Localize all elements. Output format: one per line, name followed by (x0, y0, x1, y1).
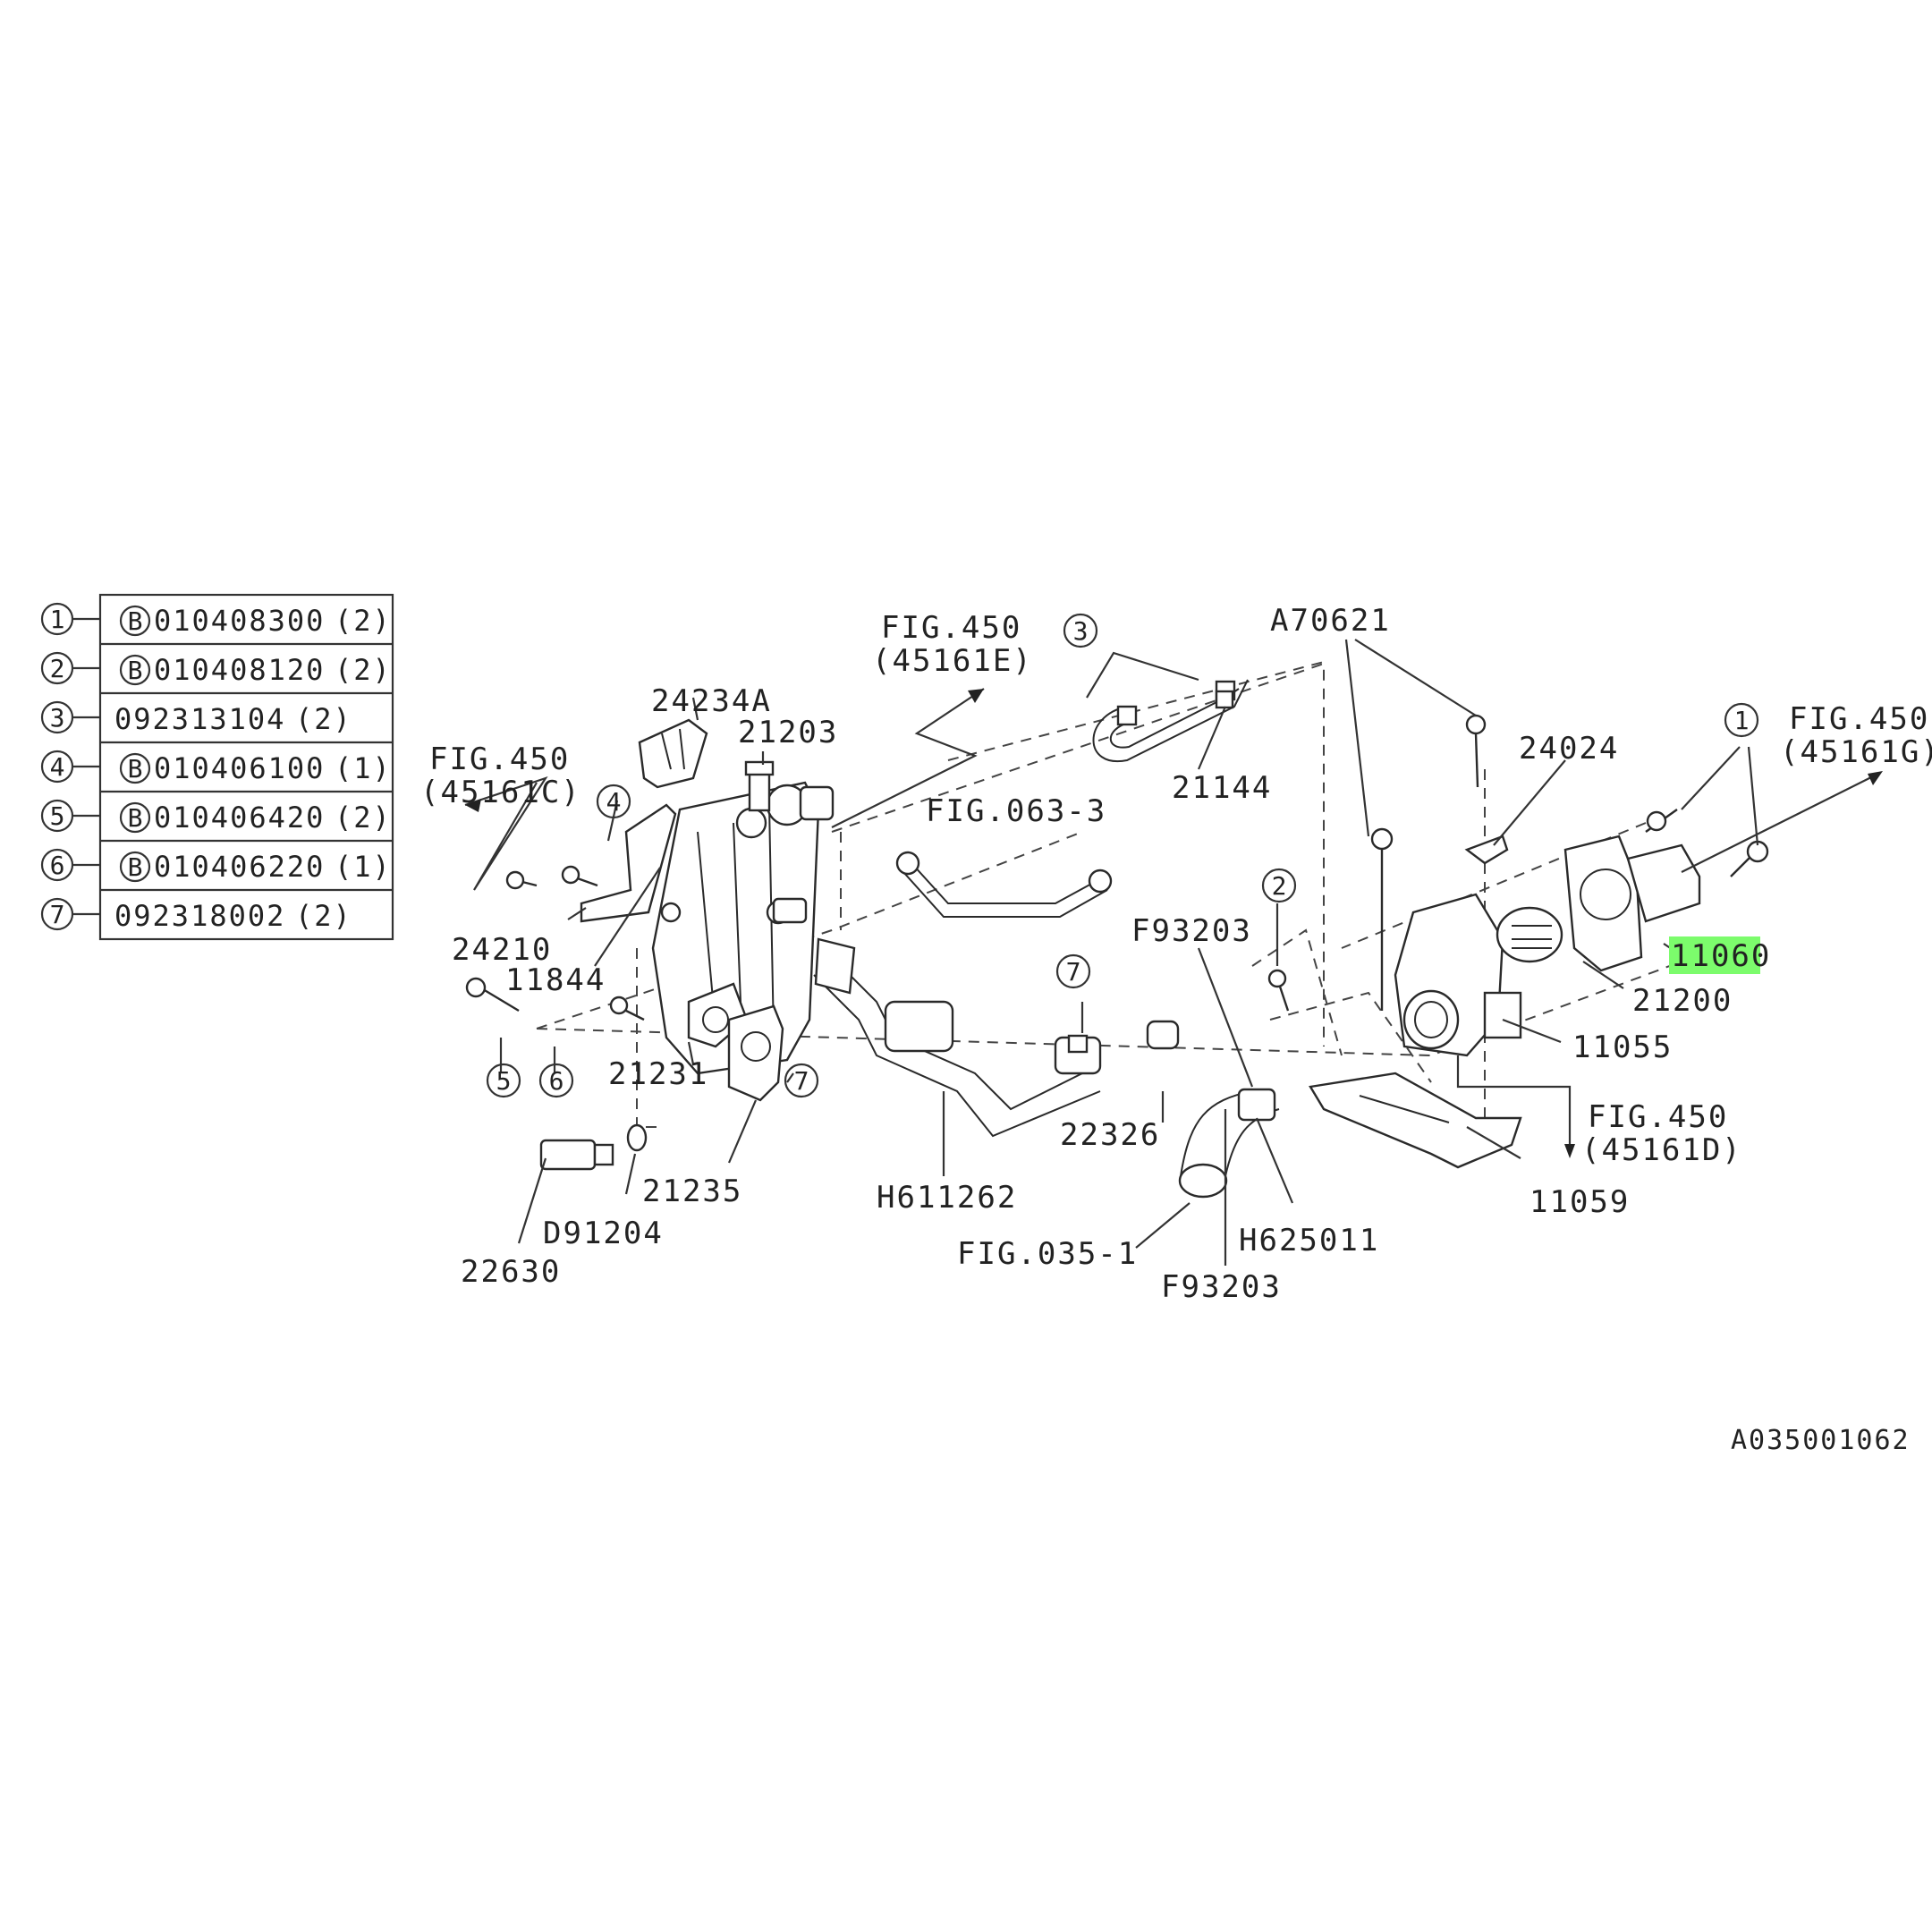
legend-row: 7 092318002 (2) (40, 897, 352, 933)
part-number: A70621 (1270, 603, 1391, 639)
part-number: 21200 (1632, 983, 1733, 1019)
callout-6: 6 (549, 1066, 564, 1096)
arrow-icon (465, 799, 481, 812)
legend-row-qty: (2) (295, 702, 352, 736)
legend-row: 4 B 010406100 (1) (40, 750, 392, 785)
legend-row-code: 092318002 (114, 899, 285, 933)
part-number: 24024 (1519, 731, 1619, 767)
callout-2: 2 (1272, 871, 1287, 901)
part-number: H611262 (877, 1180, 1017, 1216)
part-number: 24234A (651, 683, 772, 719)
part-number: 21144 (1172, 770, 1272, 806)
callout-1: 1 (1734, 706, 1750, 735)
legend-row: 2 B 010408120 (2) (40, 651, 392, 687)
connector-24024 (1464, 835, 1509, 865)
hose-22326 (1146, 1020, 1180, 1050)
b-mark: B (128, 606, 143, 636)
callouts: 3 4 5 6 7 7 2 1 (486, 613, 1759, 1098)
sensor (744, 760, 775, 812)
legend-row-code: 010406100 (154, 751, 325, 785)
legend-row-qty: (2) (295, 899, 352, 933)
part-number: H625011 (1239, 1223, 1379, 1258)
arrow-icon (1564, 1144, 1575, 1158)
fig-ref-label: (45161D) (1581, 1132, 1742, 1168)
legend-row-qty: (1) (335, 850, 392, 884)
b-mark: B (128, 754, 143, 784)
legend-row-code: 010406420 (154, 801, 325, 835)
legend-row-code: 010406220 (154, 850, 325, 884)
thermostat (1496, 906, 1563, 963)
fig-ref-label: FIG.450 (1789, 701, 1929, 737)
fig-ref-label: FIG.063-3 (926, 793, 1106, 829)
part-number: 22630 (461, 1254, 561, 1290)
legend-row: 1 B 010408300 (2) (40, 602, 392, 638)
legend-row-number: 7 (50, 900, 65, 929)
pipe-h611262 (813, 937, 1102, 1138)
bracket (638, 718, 708, 789)
callout-4: 4 (606, 787, 622, 817)
part-number: 11055 (1572, 1030, 1673, 1065)
fig-ref-label: FIG.035-1 (957, 1236, 1138, 1272)
legend-row-number: 4 (50, 752, 65, 782)
sensor-22630 (539, 1123, 648, 1171)
highlight-marker (1669, 936, 1760, 974)
legend-row: 3 092313104 (2) (40, 700, 352, 736)
legend-row-number: 5 (50, 801, 65, 831)
bolts (465, 714, 1769, 1021)
part-number: 11844 (505, 962, 606, 998)
callout-5: 5 (496, 1066, 512, 1096)
legend-row-number: 2 (50, 654, 65, 683)
arrow-icon (968, 689, 984, 703)
cover (1309, 1072, 1522, 1169)
part-number: F93203 (1131, 913, 1252, 949)
b-mark: B (128, 656, 143, 685)
part-number: F93203 (1161, 1269, 1282, 1305)
thermostat-housing (1394, 893, 1522, 1057)
part-number: 21231 (608, 1056, 708, 1092)
fig-ref-label: FIG.450 (881, 610, 1021, 646)
b-mark: B (128, 852, 143, 882)
legend-row-number: 1 (50, 605, 65, 634)
callout-7: 7 (1066, 957, 1081, 987)
legend-row-code: 092313104 (114, 702, 285, 736)
part-number: 21203 (738, 715, 838, 750)
part-number: 24210 (452, 932, 552, 968)
fig-ref-label: FIG.450 (429, 741, 570, 777)
bracket-11844 (580, 803, 677, 923)
legend-row-qty: (1) (335, 751, 392, 785)
part-number: D91204 (543, 1216, 664, 1251)
fig-ref-label: (45161G) (1780, 734, 1932, 770)
fig-ref-label: (45161E) (872, 643, 1033, 679)
legend-row-code: 010408120 (154, 653, 325, 687)
part-number: 21235 (642, 1174, 742, 1209)
arrow-icon (1868, 771, 1883, 785)
callout-3: 3 (1073, 616, 1089, 646)
b-mark: B (128, 803, 143, 833)
fig-ref-label: (45161C) (420, 775, 581, 810)
legend-row-qty: (2) (335, 801, 392, 835)
part-number: 11059 (1530, 1184, 1630, 1220)
part-number: 22326 (1060, 1117, 1160, 1153)
legend-row-number: 6 (50, 851, 65, 880)
drawing-number: A035001062 (1731, 1425, 1911, 1456)
legend-table: 1 B 010408300 (2) 2 B 010408120 (2) 3 09… (40, 593, 394, 941)
legend-row-number: 3 (50, 703, 65, 733)
clamps (1067, 690, 1234, 1054)
legend-row: 6 B 010406220 (1) (40, 848, 392, 884)
hose-h625011 (1178, 1088, 1280, 1199)
legend-row-qty: (2) (335, 653, 392, 687)
fig-ref-label: FIG.450 (1588, 1099, 1728, 1135)
legend-row-code: 010408300 (154, 604, 325, 638)
part-labels: FIG.450 (45161E) FIG.450 (45161C) FIG.45… (420, 603, 1932, 1456)
legend-row-qty: (2) (335, 604, 392, 638)
legend-row: 5 B 010406420 (2) (40, 799, 392, 835)
gasket (727, 1004, 784, 1102)
water-outlet (1563, 835, 1701, 972)
hose-fig063 (895, 851, 1113, 918)
part-number-highlighted: 11060 (1671, 938, 1771, 974)
callout-7: 7 (794, 1066, 809, 1096)
